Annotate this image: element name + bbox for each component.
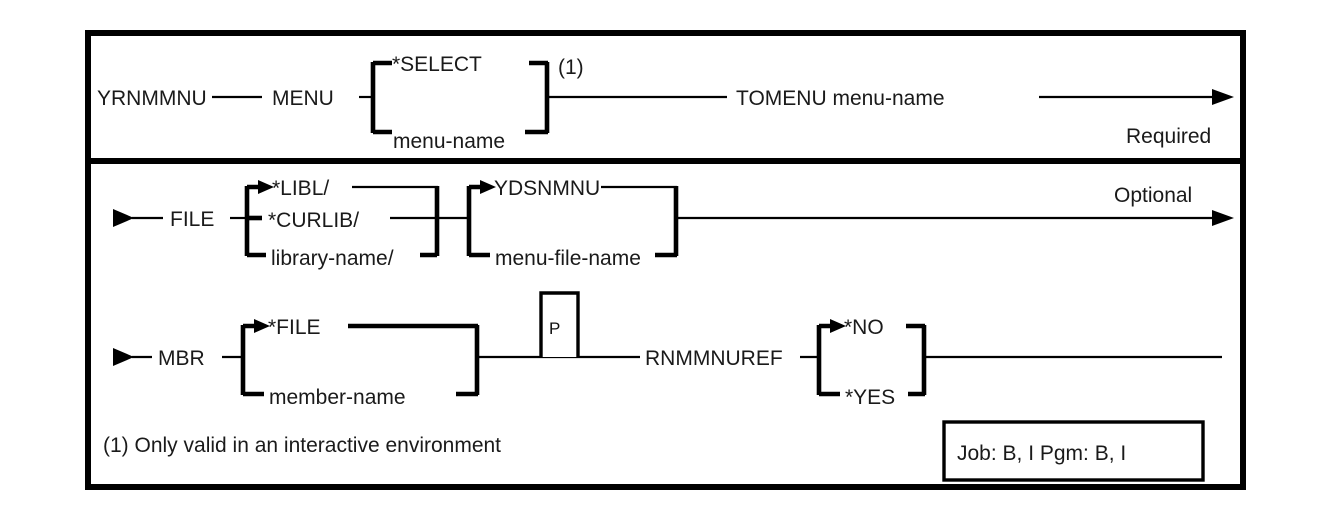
- menu-alt-menu-name-label: menu-name: [393, 130, 505, 153]
- required-label: Required: [1126, 125, 1211, 148]
- member-choice-file-label: *FILE: [268, 316, 321, 339]
- file-choice-ydsnmnu-label: YDSNMNU: [494, 177, 600, 200]
- rnmmnuref-keyword-label: RNMMNUREF: [645, 347, 783, 370]
- mbr-entry-arrow-icon: [113, 348, 134, 366]
- file-default-arrow-icon: [254, 319, 270, 333]
- library-choice-libl-label: *LIBL/: [272, 177, 329, 200]
- attributes-box: [942, 420, 1205, 482]
- mbr-keyword-label: MBR: [158, 347, 205, 370]
- file-keyword-label: FILE: [170, 208, 214, 231]
- menu-keyword-label: MENU: [272, 87, 334, 110]
- diagram-outer-frame: [85, 30, 1246, 490]
- libl-default-arrow-icon: [258, 180, 274, 194]
- positional-marker-label: P: [549, 319, 560, 338]
- ref-choice-no-label: *NO: [844, 316, 884, 339]
- footnote-text: (1) Only valid in an interactive environ…: [103, 434, 501, 457]
- footnote-reference-label: (1): [558, 56, 584, 79]
- attributes-box-label: Job: B, I Pgm: B, I: [957, 442, 1126, 465]
- required-exit-arrow-icon: [1212, 89, 1234, 105]
- ref-choice-yes-label: *YES: [845, 386, 895, 409]
- no-default-arrow-icon: [830, 319, 846, 333]
- tomenu-parameter-label: TOMENU menu-name: [736, 87, 945, 110]
- command-name-label: YRNMMNU: [97, 87, 207, 110]
- file-choice-menu-file-name-label: menu-file-name: [495, 247, 641, 270]
- member-choice-member-name-label: member-name: [269, 386, 406, 409]
- file-entry-arrow-icon: [113, 209, 134, 227]
- menu-default-select-label: *SELECT: [392, 53, 482, 76]
- optional-exit-arrow-icon: [1212, 210, 1234, 226]
- ydsnmnu-default-arrow-icon: [480, 180, 496, 194]
- library-choice-curlib-label: *CURLIB/: [268, 209, 359, 232]
- library-choice-library-name-label: library-name/: [271, 247, 394, 270]
- optional-label: Optional: [1114, 184, 1192, 207]
- positional-marker-box: [539, 291, 580, 357]
